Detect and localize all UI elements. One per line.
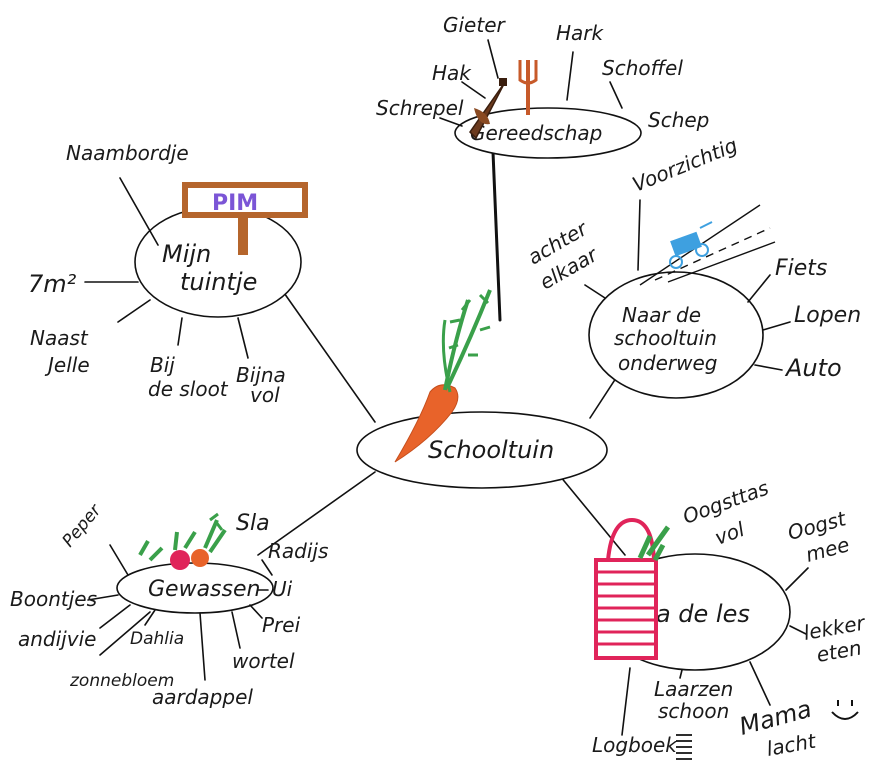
leaf-naast-line2: Jelle	[44, 353, 90, 377]
center-node: Schooltuin	[356, 289, 608, 489]
leaf-area: 7m²	[28, 270, 77, 298]
vegetables-icon	[138, 512, 227, 570]
smiley-icon	[831, 700, 859, 720]
leaf-aardappel: aardappel	[152, 685, 253, 709]
leaf-lopen: Lopen	[794, 303, 861, 328]
tools-icon	[469, 60, 538, 140]
connector-prei	[249, 604, 263, 619]
connector-fiets	[747, 274, 771, 303]
leaf-laarzen-line2: schoon	[658, 699, 729, 723]
connector-center-gereedschap	[491, 150, 502, 322]
tuintje-label-line2: tuintje	[180, 268, 257, 296]
leaf-fiets: Fiets	[775, 256, 827, 281]
leaf-naast-line1: Naast	[30, 326, 89, 350]
connector-center-na-de-les	[559, 475, 626, 556]
branch-na-de-les: Na de les Oogsttas vol Oogst mee lekker …	[592, 476, 868, 761]
connector-schrepel	[439, 117, 463, 127]
leaf-naambordje: Naambordje	[66, 141, 189, 165]
leaf-oogsttas-line1: Oogsttas	[680, 476, 772, 529]
leaf-schep: Schep	[648, 108, 709, 132]
leaf-ui: Ui	[272, 577, 293, 601]
connector-bijna	[237, 317, 249, 359]
leaf-auto: Auto	[784, 354, 842, 382]
logbook-icon	[676, 734, 692, 760]
leaf-bijna-line1: Bijna	[236, 363, 286, 387]
gereedschap-label: Gereedschap	[470, 121, 602, 145]
tuintje-ellipse	[134, 206, 302, 318]
onderweg-label-line2: schooltuin	[614, 326, 717, 350]
connector-aardappel	[199, 612, 206, 681]
tuintje-label-line1: Mijn	[162, 240, 211, 268]
leaf-logboek: Logboek	[592, 733, 678, 757]
leaf-dahlia: Dahlia	[130, 629, 184, 649]
connector-lopen	[762, 321, 791, 331]
connector-dahlia	[144, 609, 156, 626]
branch-tuintje: Mijn tuintje PIM Naambordje 7m² Naast Je…	[28, 141, 308, 407]
connector-center-tuintje	[281, 289, 376, 423]
leaf-sla: Sla	[236, 511, 270, 536]
harvest-bag-icon	[594, 517, 671, 660]
connector-peper	[109, 544, 129, 576]
connector-hark	[566, 51, 574, 101]
leaf-peper: Peper	[59, 500, 106, 551]
leaf-zonnebloem: zonnebloem	[69, 671, 174, 691]
leaf-bijna-line2: vol	[250, 383, 280, 407]
gewassen-label: Gewassen	[148, 577, 260, 602]
name-sign-icon: PIM	[182, 182, 308, 255]
leaf-boontjes: Boontjes	[10, 587, 97, 611]
leaf-hark: Hark	[556, 21, 605, 45]
branch-onderweg: Naar de schooltuin onderweg Voorzichtig …	[524, 133, 861, 399]
connector-center-gewassen	[257, 471, 376, 556]
center-label: Schooltuin	[428, 436, 554, 464]
main-connectors	[257, 150, 626, 556]
connector-bij	[177, 317, 183, 346]
connector-voorzichtig	[637, 199, 641, 271]
connector-center-onderweg	[589, 374, 619, 419]
gereedschap-ellipse	[454, 107, 642, 159]
leaf-mama-line2: lacht	[765, 729, 819, 761]
connector-achter	[584, 284, 606, 299]
onderweg-label-line3: onderweg	[618, 351, 718, 375]
connector-gieter	[487, 39, 499, 79]
leaf-voorzichtig: Voorzichtig	[629, 133, 741, 197]
connector-laarzen	[679, 669, 683, 679]
connector-boontjes	[87, 594, 119, 601]
connector-radijs	[261, 559, 273, 576]
name-sign-text: PIM	[212, 191, 258, 216]
onderweg-label-line1: Naar de	[622, 303, 701, 327]
connector-naambordje	[119, 177, 159, 246]
road-bike-icon	[639, 204, 776, 286]
connector-andijvie	[99, 604, 131, 629]
onderweg-ellipse	[588, 271, 764, 399]
connector-logboek	[621, 667, 631, 736]
leaf-schrepel: Schrepel	[376, 96, 464, 120]
branch-gereedschap: Gereedschap Gieter Hark Hak Schoffel Sch…	[376, 13, 709, 159]
carrot-icon	[394, 289, 492, 463]
leaf-bij-line1: Bij	[150, 353, 175, 377]
leaf-laarzen-line1: Laarzen	[654, 677, 733, 701]
leaf-hak: Hak	[432, 61, 472, 85]
connector-auto	[754, 364, 783, 371]
leaf-bij-line2: de sloot	[148, 377, 229, 401]
leaf-gieter: Gieter	[443, 13, 507, 37]
connector-hak	[461, 81, 486, 99]
connector-naast	[117, 299, 151, 323]
connector-wortel	[231, 611, 241, 649]
leaf-andijvie: andijvie	[18, 627, 96, 651]
branch-gewassen: Gewassen Peper Sla Radijs Ui Prei wortel…	[10, 500, 328, 709]
leaf-wortel: wortel	[232, 649, 295, 673]
leaf-schoffel: Schoffel	[602, 56, 683, 80]
connector-lekker	[789, 625, 807, 635]
connector-oogst	[785, 567, 809, 591]
leaf-prei: Prei	[262, 613, 301, 637]
leaf-oogsttas-line2: vol	[712, 517, 748, 550]
connector-zonnebloem	[99, 611, 151, 656]
connector-mama	[749, 661, 771, 706]
leaf-radijs: Radijs	[268, 539, 328, 563]
connector-schoffel	[609, 81, 623, 109]
